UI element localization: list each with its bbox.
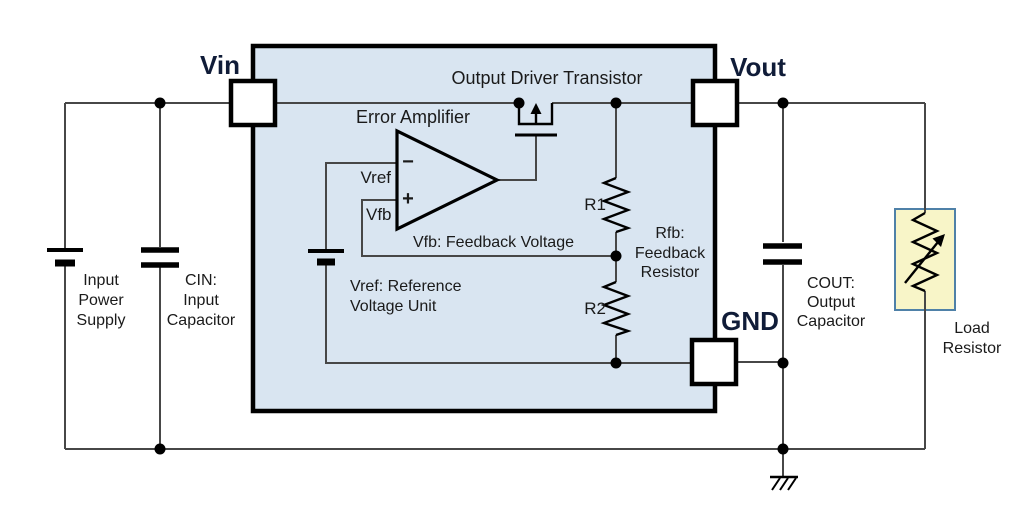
- junction-dot: [154, 443, 166, 455]
- cin-label: CIN: Input Capacitor: [167, 272, 236, 329]
- load-line1: Load: [954, 320, 990, 337]
- wire-block-ground: [325, 265, 692, 364]
- vin-label: Vin: [200, 50, 240, 80]
- junction-dot: [610, 357, 622, 369]
- vfb-note: Vfb: Feedback Voltage: [413, 234, 574, 251]
- junction-dot: [610, 250, 622, 262]
- r2-label: R2: [584, 299, 606, 318]
- input-supply-line1: Input: [83, 272, 119, 289]
- vref-note: Vref: Reference Voltage Unit: [350, 278, 462, 315]
- inverting-input-sign: −: [402, 151, 414, 173]
- wire-vref-input: [325, 162, 397, 249]
- cout-line2: Output: [807, 294, 856, 311]
- rfb-note-line2: Feedback: [635, 245, 706, 262]
- cout-label: COUT: Output Capacitor: [797, 275, 866, 330]
- load-arrow-icon: [932, 234, 945, 247]
- junction-dots: [154, 97, 789, 455]
- rfb-note-line1: Rfb:: [655, 225, 684, 242]
- cin-line3: Capacitor: [167, 312, 236, 329]
- input-supply-label: Input Power Supply: [77, 272, 126, 329]
- rfb-note-line3: Resistor: [641, 264, 700, 281]
- input-supply-line3: Supply: [77, 312, 126, 329]
- ground-symbol: [770, 475, 798, 491]
- regulator-block: [250, 43, 718, 414]
- vfb-wire-label: Vfb: [366, 205, 392, 224]
- junction-dot: [513, 97, 525, 109]
- r1-label: R1: [584, 195, 606, 214]
- cout-line3: Capacitor: [797, 313, 866, 330]
- gnd-label: GND: [721, 306, 779, 336]
- wires: [64, 102, 926, 477]
- vref-note-line2: Voltage Unit: [350, 298, 437, 315]
- junction-dot: [154, 97, 166, 109]
- input-supply-battery-symbol: [47, 248, 83, 267]
- gnd-terminal: [689, 337, 739, 387]
- junction-dot: [777, 443, 789, 455]
- wire-amp-output-to-gate: [497, 136, 537, 181]
- vout-terminal: [690, 78, 740, 128]
- load-resistor-symbol: [904, 211, 945, 293]
- cin-line1: CIN:: [185, 272, 217, 289]
- junction-dot: [777, 357, 789, 369]
- input-supply-line2: Power: [78, 292, 124, 309]
- load-line2: Resistor: [943, 340, 1002, 357]
- vref-battery-symbol: [308, 249, 344, 266]
- transistor-arrow-icon: [530, 103, 542, 114]
- wire-vfb-input: [361, 199, 616, 257]
- output-driver-transistor-label: Output Driver Transistor: [451, 68, 642, 88]
- resistor-r1-symbol: [600, 176, 632, 234]
- vref-note-line1: Vref: Reference: [350, 278, 462, 295]
- junction-dot: [610, 97, 622, 109]
- vin-terminal: [228, 78, 278, 128]
- error-amplifier-symbol: [395, 128, 501, 232]
- resistor-r2-symbol: [600, 280, 632, 337]
- vref-wire-label: Vref: [360, 168, 391, 187]
- cin-line2: Input: [183, 292, 219, 309]
- pass-transistor-symbol: [515, 103, 557, 137]
- components: [47, 103, 945, 491]
- junction-dot: [777, 97, 789, 109]
- rfb-note: Rfb: Feedback Resistor: [635, 225, 706, 281]
- cout-capacitor-symbol: [763, 243, 802, 265]
- load-label: Load Resistor: [943, 320, 1002, 357]
- cout-line1: COUT:: [807, 275, 855, 292]
- cin-capacitor-symbol: [141, 247, 179, 268]
- error-amplifier-label: Error Amplifier: [356, 107, 470, 127]
- noninverting-input-sign: +: [402, 188, 414, 210]
- vout-label: Vout: [730, 52, 786, 82]
